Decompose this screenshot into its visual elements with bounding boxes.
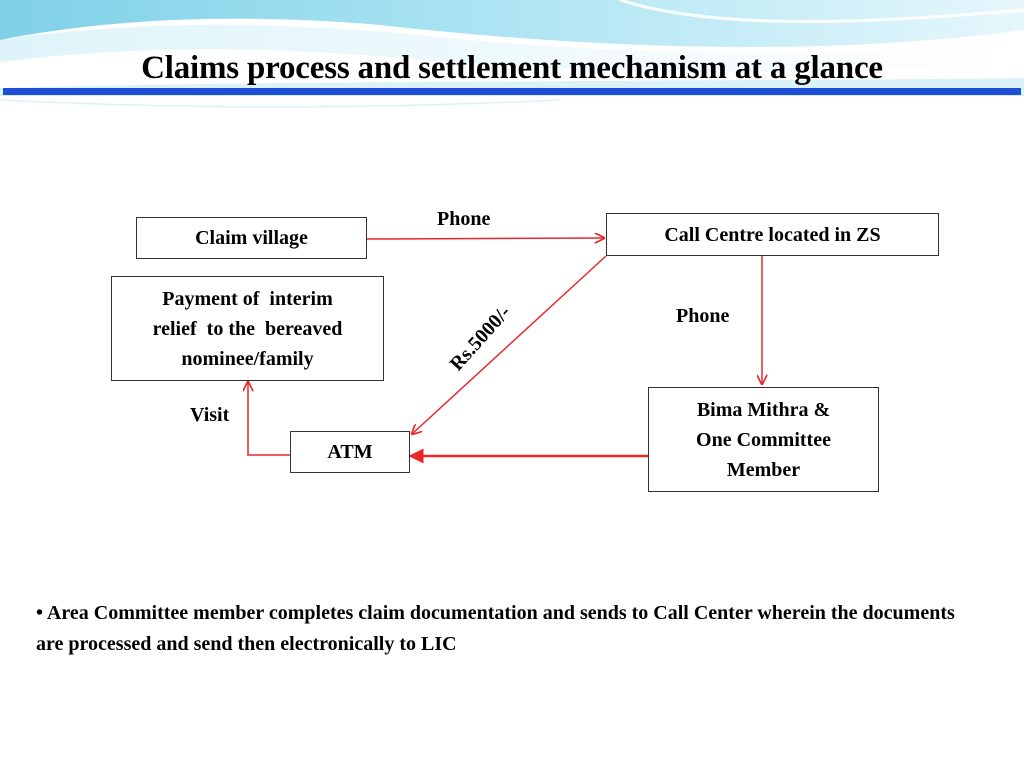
page-title: Claims process and settlement mechanism … [141,50,883,86]
bima-line-1: Bima Mithra & [696,398,831,421]
node-atm: ATM [290,431,410,473]
node-payment-interim-relief: Payment of interim relief to the bereave… [111,276,384,381]
edge-label-phone-top: Phone [437,208,491,230]
bima-line-3: Member [726,458,801,481]
bima-line-2: One Committee [696,428,831,451]
node-call-centre: Call Centre located in ZS [606,213,939,256]
edge-label-visit: Visit [190,404,230,426]
payment-line-2: relief to the bereaved [152,317,343,340]
arrow-callcentre-to-atm [412,255,607,434]
bullet-text: Area Committee member completes claim do… [36,602,955,655]
bullet-note: • Area Committee member completes claim … [36,598,986,660]
bullet-mark: • [36,602,44,624]
node-claim-village: Claim village [136,217,367,259]
payment-line-3: nominee/family [181,347,314,370]
edge-label-phone-right: Phone [676,305,730,327]
arrow-village-to-callcentre [366,238,604,239]
payment-line-1: Payment of interim [162,287,333,310]
title-underline-bar [3,88,1021,95]
arrow-atm-to-payment [248,382,290,456]
node-bima-mithra: Bima Mithra & One Committee Member [648,387,879,492]
